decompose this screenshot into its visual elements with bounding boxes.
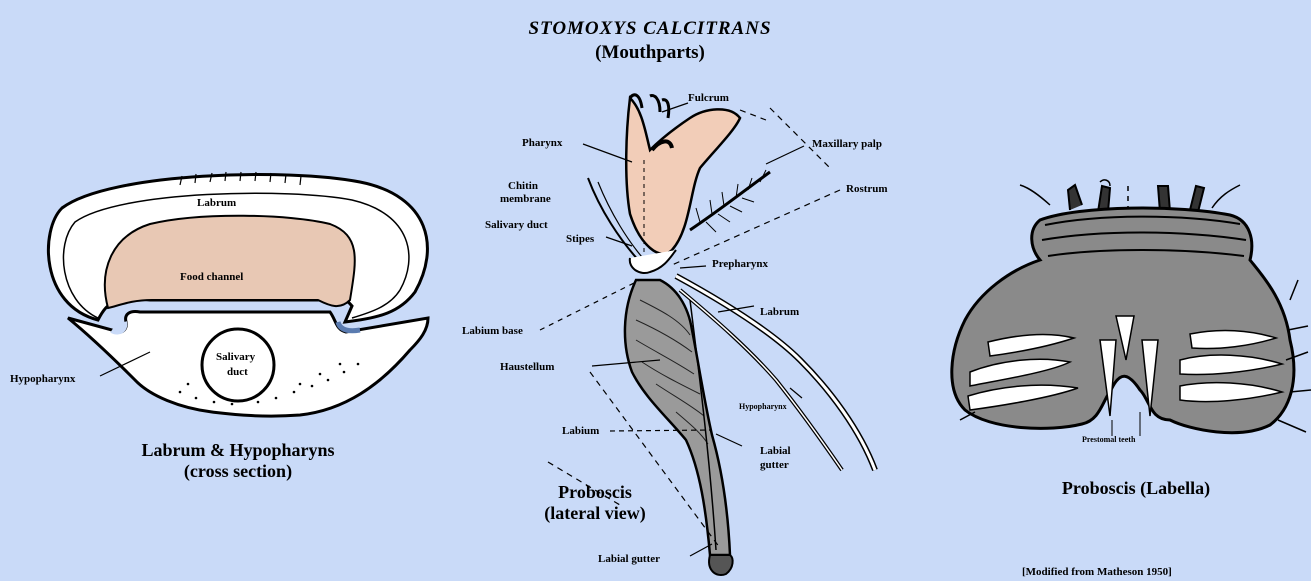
labella-drawing bbox=[952, 180, 1311, 436]
lb-caption: Proboscis (Labella) bbox=[1036, 478, 1236, 498]
lv-labial-gutter-label-2: gutter bbox=[760, 459, 789, 471]
lv-labium-base-label: Labium base bbox=[462, 325, 523, 337]
diagram-title: STOMOXYS CALCITRANS bbox=[490, 18, 810, 40]
lv-prepharynx-label: Prepharynx bbox=[712, 258, 768, 270]
lv-stipes-label: Stipes bbox=[566, 233, 594, 245]
lv-maxillary-palp-label: Maxillary palp bbox=[812, 138, 882, 150]
cross-section-drawing bbox=[48, 172, 428, 416]
lv-haustellum-label: Haustellum bbox=[500, 361, 554, 373]
maxillary-palp bbox=[690, 172, 770, 230]
lv-chitin-membrane-label-2: membrane bbox=[500, 193, 551, 205]
salivary-duct-circle bbox=[202, 329, 274, 401]
cs-food-channel-label: Food channel bbox=[180, 271, 243, 283]
lv-labrum-label: Labrum bbox=[760, 306, 799, 318]
lv-caption-line1: Proboscis bbox=[530, 482, 660, 502]
lv-fulcrum-label: Fulcrum bbox=[688, 92, 729, 104]
lv-labial-gutter-label-1: Labial bbox=[760, 445, 791, 457]
cs-labrum-label: Labrum bbox=[197, 197, 236, 209]
lb-prestomal-teeth-label: Prestomal teeth bbox=[1082, 435, 1135, 444]
lv-labium-label: Labium bbox=[562, 425, 599, 437]
diagram-subtitle: (Mouthparts) bbox=[560, 42, 740, 64]
lv-hypopharynx-label: Hypopharynx bbox=[739, 402, 787, 411]
cs-salivary-duct-label-1: Salivary bbox=[216, 351, 255, 363]
lv-chitin-membrane-label-1: Chitin bbox=[508, 180, 538, 192]
lv-rostrum-label: Rostrum bbox=[846, 183, 888, 195]
cs-caption-line1: Labrum & Hypopharyns bbox=[100, 440, 376, 460]
cs-caption-line2: (cross section) bbox=[140, 461, 336, 481]
lv-salivary-duct-label: Salivary duct bbox=[485, 219, 548, 231]
lv-labial-gutter-bottom-label: Labial gutter bbox=[598, 553, 660, 565]
pharynx-shape bbox=[626, 98, 740, 254]
cs-salivary-duct-label-2: duct bbox=[227, 366, 248, 378]
cs-hypopharynx-label: Hypopharynx bbox=[10, 373, 75, 385]
lv-pharynx-label: Pharynx bbox=[522, 137, 562, 149]
food-channel bbox=[105, 216, 355, 308]
lv-caption-line2: (lateral view) bbox=[520, 503, 670, 523]
credit-text: [Modified from Matheson 1950] bbox=[1022, 566, 1172, 578]
